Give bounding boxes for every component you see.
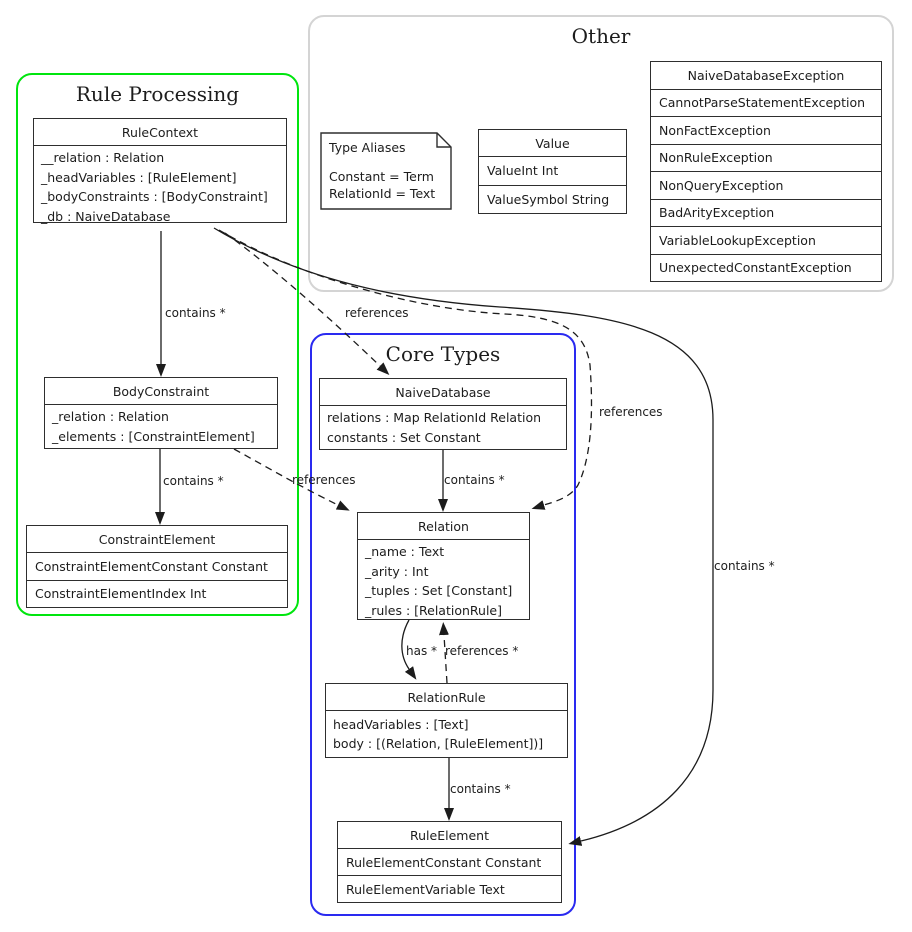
class-rulecontext-name: RuleContext: [34, 119, 286, 146]
edge-label-references: references: [292, 473, 356, 487]
note-fold-icon: [436, 133, 451, 148]
variant-row: ConstraintElementIndex Int: [27, 579, 287, 608]
attribute: _rules : [RelationRule]: [365, 602, 502, 618]
class-exceptions: NaiveDatabaseException CannotParseStatem…: [650, 61, 882, 282]
class-bodyconstraint-name: BodyConstraint: [45, 378, 277, 405]
class-relation-name: Relation: [358, 513, 529, 540]
variant-row: NonFactException: [651, 116, 881, 144]
attribute: body : [(Relation, [RuleElement])]: [333, 736, 544, 751]
variant-row: ValueSymbol String: [479, 184, 626, 214]
edge-label-contains: contains *: [450, 782, 511, 796]
attribute: __relation : Relation: [41, 150, 165, 165]
attribute: _arity : Int: [365, 563, 429, 579]
note-line: RelationId = Text: [329, 186, 436, 201]
note-title: Type Aliases: [329, 140, 406, 155]
note-line: Constant = Term: [329, 169, 434, 184]
class-value-name: Value: [479, 130, 626, 157]
edge-label-contains: contains *: [714, 559, 775, 573]
class-relationrule: RelationRule headVariables : [Text] body…: [325, 683, 568, 758]
attribute: _name : Text: [365, 544, 445, 559]
attribute: _bodyConstraints : [BodyConstraint]: [41, 189, 268, 204]
variant-row: ConstraintElementConstant Constant: [35, 558, 268, 574]
note-shape: [320, 132, 452, 210]
attribute: headVariables : [Text]: [333, 716, 469, 732]
variant-row: RuleElementVariable Text: [338, 875, 561, 902]
attribute: _relation : Relation: [52, 409, 169, 424]
class-constraintelement-name: ConstraintElement: [27, 526, 287, 553]
group-title-core-types: Core Types: [385, 342, 501, 366]
variant-row: VariableLookupException: [651, 226, 881, 254]
attribute: constants : Set Constant: [327, 429, 481, 445]
variant-row: BadArityException: [651, 198, 881, 227]
variant-row: NonQueryException: [651, 171, 881, 199]
variant-row: UnexpectedConstantException: [651, 253, 881, 282]
attribute: _db : NaiveDatabase: [41, 208, 171, 224]
variant-row: NonRuleException: [651, 143, 881, 172]
class-ruleelement-name: RuleElement: [338, 822, 561, 849]
class-naivedatabase-name: NaiveDatabase: [320, 379, 566, 406]
attribute: _elements : [ConstraintElement]: [52, 428, 255, 444]
attribute: _headVariables : [RuleElement]: [41, 169, 237, 185]
variant-row: ValueInt Int: [487, 163, 559, 179]
class-constraintelement: ConstraintElement ConstraintElementConst…: [26, 525, 288, 608]
class-bodyconstraint: BodyConstraint _relation : Relation _ele…: [44, 377, 278, 449]
attribute: relations : Map RelationId Relation: [327, 410, 542, 425]
edge-label-contains: contains *: [444, 473, 505, 487]
note-type-aliases: Type Aliases Constant = Term RelationId …: [320, 132, 452, 210]
class-value: Value ValueInt Int ValueSymbol String: [478, 129, 627, 214]
edge-label-references: references: [599, 405, 663, 419]
class-exceptions-name: NaiveDatabaseException: [687, 67, 845, 83]
edge-label-contains: contains *: [165, 306, 226, 320]
edge-label-references: references *: [445, 644, 519, 658]
variant-row: RuleElementConstant Constant: [346, 854, 542, 870]
class-relation: Relation _name : Text _arity : Int _tupl…: [357, 512, 530, 620]
variant-row: CannotParseStatementException: [651, 88, 881, 117]
group-title-other: Other: [571, 24, 631, 48]
class-naivedatabase: NaiveDatabase relations : Map RelationId…: [319, 378, 567, 450]
group-title-rule-processing: Rule Processing: [75, 82, 240, 106]
class-relationrule-name: RelationRule: [326, 684, 567, 711]
edge-label-references: references: [345, 306, 409, 320]
attribute: _tuples : Set [Constant]: [365, 583, 513, 598]
class-ruleelement: RuleElement RuleElementConstant Constant…: [337, 821, 562, 903]
edge-label-has: has *: [406, 644, 438, 658]
class-rulecontext: RuleContext __relation : Relation _headV…: [33, 118, 287, 224]
edge-label-contains: contains *: [163, 474, 224, 488]
